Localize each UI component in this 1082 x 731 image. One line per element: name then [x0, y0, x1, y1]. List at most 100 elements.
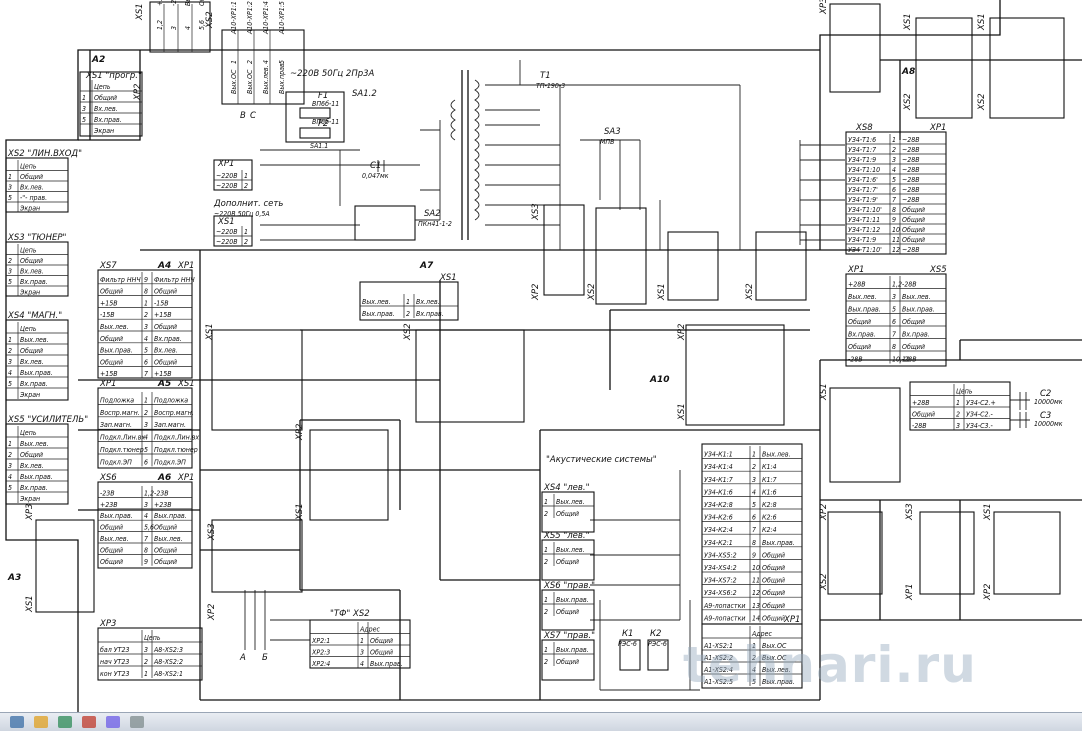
acoustic-table-cell: Вых.лев.: [762, 451, 791, 459]
xs2-top-table-cell: А10-ХР1:2: [246, 1, 254, 35]
xs3-tuner-table-cell: 5: [8, 278, 12, 286]
xs2-right-label: XS2: [745, 283, 755, 301]
xs1-top-table-cell: 5,6: [198, 20, 206, 30]
xs8-table-cell: 4: [892, 166, 896, 174]
xs7-label: XS7: [99, 261, 117, 271]
acoustic-table-cell: УЗ4-К2:6: [704, 514, 733, 522]
a8-xp1-table-cell: Вых.лев.: [902, 293, 931, 301]
app-icon-5[interactable]: [106, 716, 120, 728]
xs8-table-cell: ~28В: [902, 196, 920, 204]
acoustic-table-cell: Общий: [762, 564, 785, 572]
a6-table-cell: +23В: [154, 501, 172, 509]
xs8-table-cell: УЗ4-Т1:9: [848, 236, 876, 244]
xs54-table-cell: Общий: [556, 510, 579, 518]
xs2-lin-table-cell: -"- прав.: [20, 194, 47, 202]
xs2-top-table-cell: 4: [262, 60, 270, 64]
tf-xs2-table-cell: ХР2:1: [311, 637, 330, 645]
terminal-c: С: [250, 111, 256, 121]
xp3-bottom-table-cell: 2: [144, 658, 148, 666]
a4-table-cell: Общий: [100, 358, 123, 366]
xs1-top-table-cell: +23В: [156, 0, 164, 6]
a4-table-cell: Вх.прав.: [154, 335, 182, 343]
acoustic-table-cell: 7: [752, 526, 756, 534]
xs2-lin-title: XS2 "ЛИН.ВХОД": [7, 149, 82, 159]
a4-table-cell: Фильтр ННЧ: [154, 276, 195, 284]
xs8-table-cell: ~28В: [902, 156, 920, 164]
a8-xp1-table-cell: Вх.прав.: [848, 331, 876, 339]
sa3-type: МПВ: [600, 138, 615, 146]
xs8-table-cell: 8: [892, 206, 896, 214]
a6-table-cell: Вых.прав.: [154, 512, 187, 520]
xs1-aux-table-cell: ~220В: [216, 238, 238, 246]
xp3-bottom-table-cell: А8-XS2:1: [153, 670, 183, 678]
xp3-bottom-table-cell: нач УТ23: [100, 658, 129, 666]
xs8-table-cell: ~28В: [902, 186, 920, 194]
cap-table-cell: 2: [956, 411, 960, 419]
a8-xs5-label: XS5: [929, 265, 947, 275]
a6-table-cell: 9: [144, 558, 148, 566]
xp2-mid-label: XP2: [295, 424, 305, 441]
acoustic-table-cell: 2: [752, 463, 756, 471]
a4-table-cell: 4: [144, 335, 148, 343]
xp3-bottom-table-cell: бал УТ23: [100, 646, 129, 654]
tf-xs2-table-cell: 3: [360, 649, 364, 657]
app-icon-6[interactable]: [130, 716, 144, 728]
a8-xp1-table-cell: -28В: [902, 281, 917, 289]
xs1-lower-label: XS1: [295, 503, 305, 521]
acoustic-table-cell: УЗ4-XS5:2: [704, 551, 737, 559]
a4-table-cell: 6: [144, 358, 148, 366]
xp1-bottom-table-cell: А1-XS2:2: [703, 654, 733, 662]
a8-xp1-table-cell: Вх.прав.: [902, 331, 930, 339]
a4-table-cell: -15В: [100, 311, 115, 319]
acoustic-table-cell: К2:6: [762, 514, 777, 522]
acoustic-table-cell: Общий: [762, 577, 785, 585]
a5-table-cell: 4: [144, 434, 148, 442]
xs5-amp-title: XS5 "УСИЛИТЕЛЬ": [7, 415, 88, 425]
acoustic-table-cell: УЗ4-XS6:2: [704, 589, 737, 597]
xs1-label: XS1: [217, 217, 235, 227]
xs56-title: XS6 "прав.": [543, 581, 595, 591]
xs4-magn-table-cell: Вх.прав.: [20, 380, 48, 388]
xs1-prog-table-cell: 3: [82, 105, 86, 113]
f1-label: F1: [318, 91, 328, 101]
xs1-top-table-cell: 4: [184, 26, 192, 30]
t1-label: T1: [540, 71, 551, 81]
sa2-label: SA2: [424, 209, 441, 219]
block-a10-label: А10: [649, 375, 670, 385]
cap-table-header: Цепь: [956, 388, 973, 396]
k1-label: К1: [622, 629, 633, 639]
acoustic-table-cell: УЗ4-К1:1: [704, 451, 733, 459]
xs2-far-label: XS2: [819, 573, 829, 591]
tf-xs2-table-cell: ХР2:4: [311, 660, 330, 668]
xs5-amp-table-cell: 1: [8, 440, 12, 448]
app-icon-2[interactable]: [34, 716, 48, 728]
app-icon-4[interactable]: [82, 716, 96, 728]
xs8-table-cell: Общий: [902, 236, 925, 244]
xp1-bottom-table-cell: А1-XS2:5: [703, 678, 733, 686]
xs8-table-cell: 6: [892, 186, 896, 194]
xs1-right-label: XS1: [819, 383, 829, 401]
app-icon-1[interactable]: [10, 716, 24, 728]
a6-table-cell: -23В: [154, 489, 169, 497]
app-icon-3[interactable]: [58, 716, 72, 728]
acoustic-table-cell: 13: [752, 602, 760, 610]
xs5-amp-table-cell: Общий: [20, 451, 43, 459]
xp2-lower-label: XP2: [207, 604, 217, 621]
cap-table-cell: 3: [956, 422, 960, 430]
block-a7-label: А7: [419, 261, 434, 271]
a8-xp1-table-cell: Вых.лев.: [848, 293, 877, 301]
xs54-table-cell: 2: [544, 510, 548, 518]
block-a8-label: А8: [901, 67, 915, 77]
xs5-amp-table-cell: Экран: [19, 495, 40, 503]
xs4-magn-title: XS4 "МАГН.": [7, 311, 62, 321]
acoustic-table-cell: Общий: [762, 589, 785, 597]
xp1-bottom-table-cell: Вых.ОС: [762, 654, 787, 662]
k1-type: РЭС-6: [618, 640, 637, 648]
xs57-table-cell: Общий: [556, 658, 579, 666]
xs2-top-table-cell: А10-ХР1:5: [278, 1, 286, 35]
xs8-table-cell: УЗ4-Т1:9': [848, 196, 878, 204]
a5-table-cell: Подложка: [154, 396, 188, 404]
a4-table-cell: 5: [144, 347, 148, 355]
tf-xs2-table-cell: Общий: [370, 649, 393, 657]
